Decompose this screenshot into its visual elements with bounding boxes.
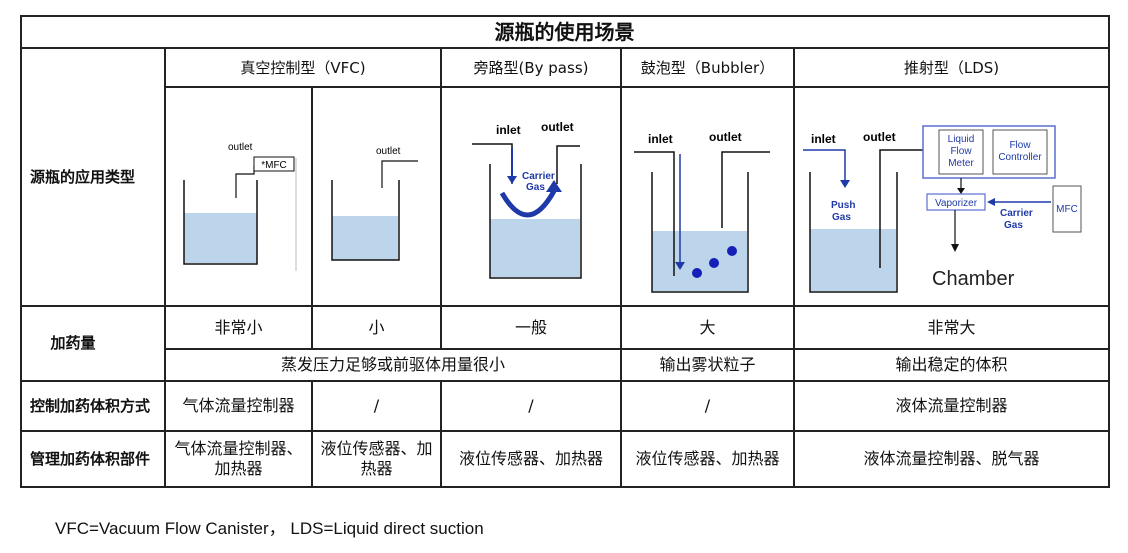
dosage-note-vfc-bypass: 蒸发压力足够或前驱体用量很小 <box>280 355 505 374</box>
lds-inlet-label: inlet <box>811 132 836 146</box>
dosage-note-bubbler: 输出雾状粒子 <box>659 355 756 374</box>
bubbler-inlet-label: inlet <box>648 132 673 146</box>
lds-outlet-label: outlet <box>863 130 896 144</box>
vfc2-outlet-label: outlet <box>376 146 401 157</box>
control-bubbler: / <box>704 396 711 415</box>
parts-vfc1: 气体流量控制器、加热器 <box>174 439 303 478</box>
diagram-bubbler: inlet outlet <box>634 130 770 293</box>
lds-carrier-gas-label: Gas <box>1004 220 1023 231</box>
bypass-carrier-label: Carrier <box>522 171 555 182</box>
bypass-inlet-label: inlet <box>496 123 521 137</box>
footnote: VFC=Vacuum Flow Canister， LDS=Liquid dir… <box>55 519 484 538</box>
lds-lfm-line2: Flow <box>950 146 972 157</box>
lds-mfc-label: MFC <box>1056 204 1078 215</box>
lds-vaporizer-label: Vaporizer <box>935 198 978 209</box>
dosage-bypass: 一般 <box>514 317 547 337</box>
parts-bypass: 液位传感器、加热器 <box>458 449 603 468</box>
bypass-gas-label: Gas <box>526 182 545 193</box>
dosage-bubbler: 大 <box>699 317 716 337</box>
row-header-dosage: 加药量 <box>50 334 96 352</box>
lds-carrier-label: Carrier <box>1000 208 1033 219</box>
vfc-outlet-label: outlet <box>228 142 253 153</box>
table-title: 源瓶的使用场景 <box>494 19 635 44</box>
column-header-vfc: 真空控制型（VFC) <box>240 58 366 77</box>
diagram-vfc-mfc: *MFC outlet <box>183 142 297 271</box>
lds-lfm-line3: Meter <box>948 158 974 169</box>
lds-chamber-label: Chamber <box>932 268 1015 290</box>
bubbler-outlet-label: outlet <box>709 130 742 144</box>
row-header-application-type: 源瓶的应用类型 <box>30 167 136 186</box>
control-vfc2: / <box>373 396 380 415</box>
diagram-bypass: Carrier Gas inlet outlet <box>472 120 582 279</box>
control-lds: 液体流量控制器 <box>895 396 1008 415</box>
control-vfc1: 气体流量控制器 <box>182 396 295 415</box>
vfc-mfc-label: *MFC <box>261 160 287 171</box>
dosage-note-lds: 输出稳定的体积 <box>895 355 1008 374</box>
lds-fc-line1: Flow <box>1009 140 1031 151</box>
lds-fc-line2: Controller <box>998 152 1042 163</box>
parts-bubbler: 液位传感器、加热器 <box>635 449 780 468</box>
parts-vfc2: 液位传感器、加热器 <box>320 439 433 478</box>
lds-push-label: Push <box>831 200 855 211</box>
lds-push-gas-label: Gas <box>832 212 851 223</box>
lds-lfm-line1: Liquid <box>948 134 975 145</box>
diagram-vfc-outlet: outlet <box>331 146 418 261</box>
diagram-lds: Push Gas inlet outlet Liquid Flow Meter … <box>803 125 1082 293</box>
dosage-vfc2: 小 <box>368 317 385 337</box>
parts-lds: 液体流量控制器、脱气器 <box>863 449 1040 468</box>
control-bypass: / <box>528 396 534 415</box>
column-header-bypass: 旁路型(By pass) <box>473 58 589 77</box>
row-header-management-parts: 管理加药体积部件 <box>30 449 151 468</box>
dosage-lds: 非常大 <box>927 317 976 337</box>
dosage-vfc1: 非常小 <box>214 317 263 337</box>
column-header-lds: 推射型（LDS) <box>903 58 1000 77</box>
column-header-bubbler: 鼓泡型（Bubbler） <box>640 58 775 77</box>
row-header-control-method: 控制加药体积方式 <box>30 396 151 415</box>
bypass-outlet-label: outlet <box>541 120 574 134</box>
